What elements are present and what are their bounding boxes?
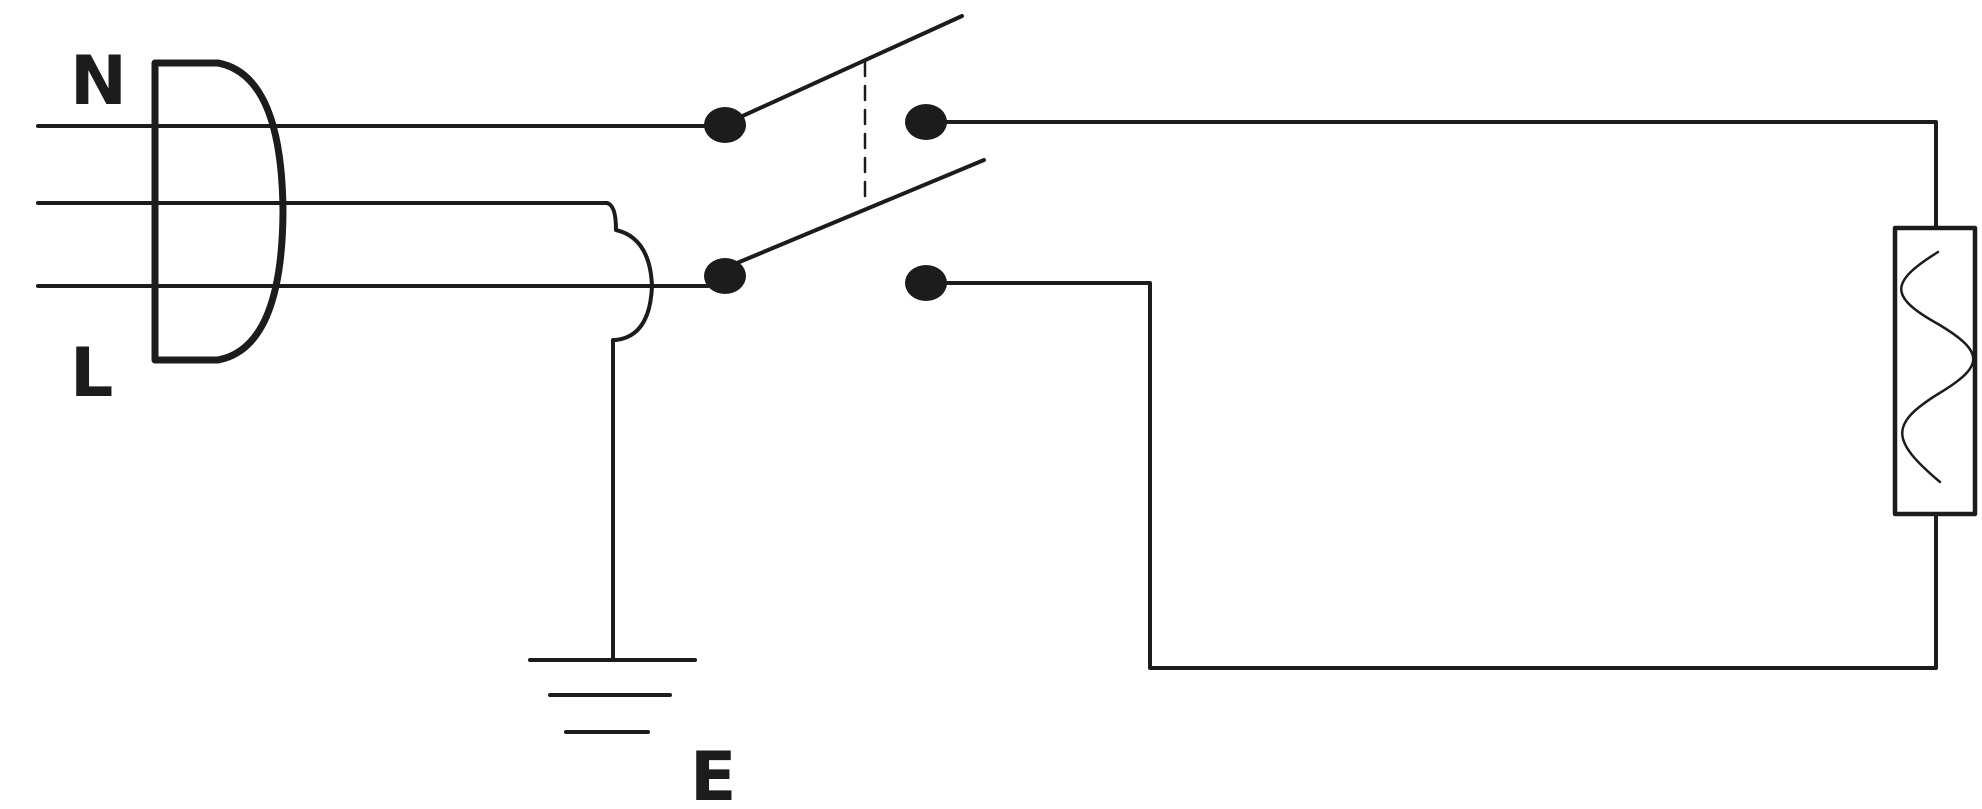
output-live-wire [923, 281, 1938, 670]
heater-element-icon [1892, 225, 1978, 517]
switch-terminal-out-top [905, 104, 947, 140]
switch-terminal-out-bottom [905, 265, 947, 301]
label-live: L [70, 334, 113, 413]
plug-icon [151, 59, 287, 364]
double-pole-switch-icon [723, 14, 986, 270]
earth-wire [605, 201, 654, 662]
label-neutral: N [70, 42, 127, 121]
output-neutral-wire [923, 120, 1938, 230]
switch-terminal-in-top [704, 107, 746, 143]
earth-ground-icon [528, 658, 697, 734]
label-earth: E [690, 738, 736, 809]
switch-terminal-in-bottom [704, 258, 746, 294]
